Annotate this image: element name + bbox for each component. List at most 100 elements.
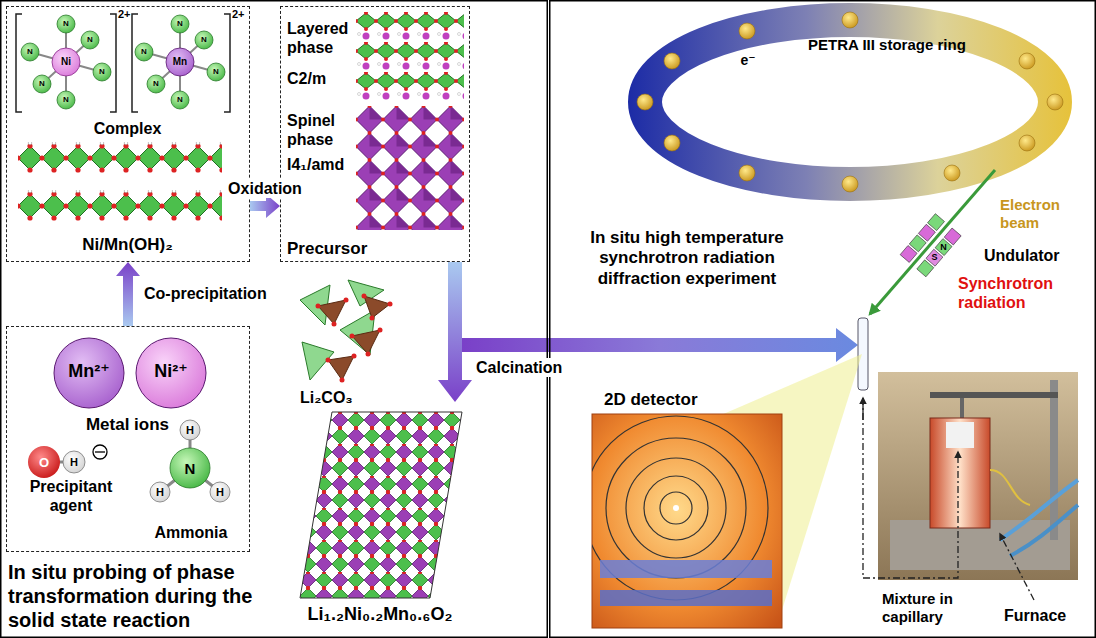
ion-circle-shape xyxy=(54,338,124,408)
path-shape xyxy=(132,14,138,112)
text-label: Calcination xyxy=(474,358,564,377)
path-shape xyxy=(16,14,22,112)
circle-shape xyxy=(944,165,960,181)
text-label: N xyxy=(940,243,947,252)
circle-shape xyxy=(664,135,680,151)
circle-shape xyxy=(93,63,111,81)
circle-shape xyxy=(63,451,85,473)
circle-shape xyxy=(388,302,393,307)
rect-shape xyxy=(550,1,1096,638)
line-shape xyxy=(95,451,105,452)
left-panel: In situ probing of phase transformation … xyxy=(0,0,548,638)
node-text: C2/m xyxy=(287,69,359,88)
text-label: H xyxy=(156,487,164,498)
g-shape xyxy=(30,24,216,100)
path-shape xyxy=(1000,480,1078,540)
node-text: Ammonia xyxy=(137,523,245,542)
text-label: N xyxy=(177,20,183,28)
circle-shape xyxy=(147,75,165,93)
text-label: Electron beam xyxy=(1000,196,1090,232)
circle-shape xyxy=(344,298,349,303)
polygon-shape xyxy=(462,328,858,362)
circle-shape xyxy=(378,328,383,333)
circle-shape xyxy=(370,316,375,321)
ion-circle: Ni²⁺ xyxy=(135,337,207,409)
circle-shape xyxy=(93,445,107,459)
circle-shape xyxy=(210,482,230,502)
circle-shape xyxy=(362,294,367,299)
complex-box: ComplexNi/Mn(OH)₂ xyxy=(6,6,250,262)
rect-shape xyxy=(917,260,934,277)
text-label: N xyxy=(141,48,147,56)
circle-shape xyxy=(195,31,213,49)
node-text: Metal ions xyxy=(7,415,248,435)
process-arrow xyxy=(116,262,140,326)
g-shape xyxy=(21,15,225,109)
circle-shape xyxy=(739,165,755,181)
rect-shape xyxy=(858,318,868,390)
circle-shape xyxy=(171,91,189,109)
polygon-shape xyxy=(300,412,462,598)
text-label: N xyxy=(213,68,219,76)
rect-shape xyxy=(930,392,1058,398)
circle-shape xyxy=(739,23,755,39)
rect-shape xyxy=(960,398,964,420)
text-label: N xyxy=(87,36,93,44)
ion-circle-shape xyxy=(136,338,206,408)
circle-shape xyxy=(626,458,726,558)
circle-shape xyxy=(171,15,189,33)
circle-shape xyxy=(644,476,708,540)
polygon-shape xyxy=(352,330,380,354)
rect-shape xyxy=(600,560,772,578)
rect-shape xyxy=(878,372,1078,580)
text-label: H xyxy=(216,487,224,498)
circle-shape xyxy=(316,304,321,309)
text-label: Mn xyxy=(173,57,187,67)
circle-shape xyxy=(170,448,210,488)
circle-shape xyxy=(150,482,170,502)
circle-shape xyxy=(52,48,80,76)
g-shape xyxy=(316,294,393,383)
circle-shape xyxy=(57,15,75,33)
text-label: e⁻ xyxy=(740,53,755,67)
g-shape xyxy=(637,12,1063,192)
circle-shape xyxy=(1019,135,1035,151)
node-text: Spinel phase xyxy=(287,111,359,149)
circle-shape xyxy=(326,358,331,363)
circle-shape xyxy=(664,53,680,69)
text-label: 2D detector xyxy=(604,390,698,410)
circle-shape xyxy=(637,94,653,110)
rect-shape xyxy=(930,418,990,528)
text-label: PETRA III storage ring xyxy=(808,36,966,54)
circle-shape xyxy=(1019,53,1035,69)
node-text: Layered phase xyxy=(287,19,359,57)
rect-shape xyxy=(18,142,222,174)
text-label: N xyxy=(185,461,196,476)
ellipse-shape xyxy=(645,20,1055,184)
rect-shape xyxy=(18,190,222,222)
path-shape xyxy=(224,14,230,112)
line-shape xyxy=(862,398,863,420)
circle-shape xyxy=(28,446,60,478)
g-shape xyxy=(300,280,390,380)
circle-shape xyxy=(660,492,692,524)
node-text: I4₁/amd xyxy=(287,155,359,174)
polyline-shape xyxy=(863,398,958,578)
circle-shape xyxy=(166,48,194,76)
polygon-shape xyxy=(438,262,472,402)
edge-label: Oxidation xyxy=(226,179,304,198)
text-label: N xyxy=(177,96,183,104)
polygon-shape xyxy=(318,300,346,324)
text-label: H xyxy=(186,425,194,436)
rect-shape xyxy=(600,590,772,606)
circle-shape xyxy=(352,354,357,359)
circle-shape xyxy=(606,438,746,578)
node-text: Complex xyxy=(7,119,248,138)
text-label: N xyxy=(63,96,69,104)
circle-shape xyxy=(340,378,345,383)
g-shape xyxy=(18,190,222,222)
reagent-box: Metal ionsPrecipitant agentAmmoniaMn²⁺Ni… xyxy=(6,326,250,552)
node-text: Mn²⁺ xyxy=(53,361,125,383)
